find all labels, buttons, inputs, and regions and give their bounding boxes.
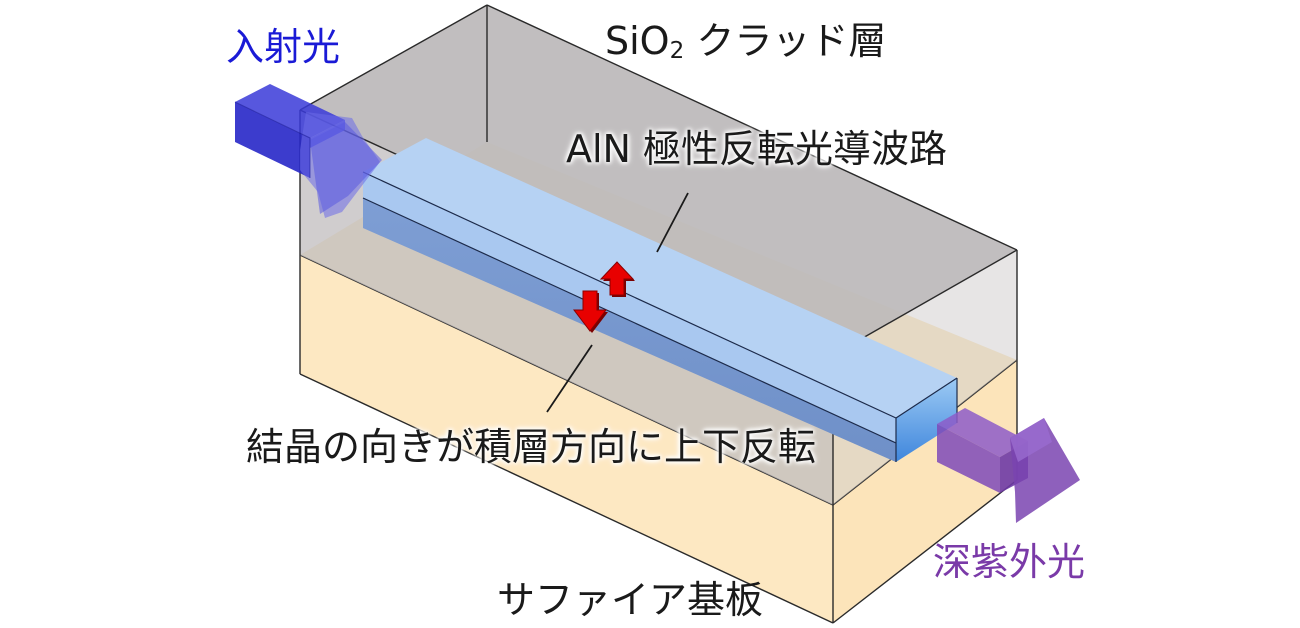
cladding-label-suffix: クラッド層 — [684, 19, 887, 63]
waveguide-leader-line — [656, 192, 689, 253]
deep-uv-light-label: 深紫外光 — [933, 540, 1086, 584]
cladding-top-face — [300, 5, 1017, 355]
cladding-label: SiO2 クラッド層 — [605, 22, 886, 63]
cladding-label-subscript: 2 — [669, 38, 685, 64]
cladding-label-prefix: SiO — [605, 19, 670, 63]
crystal-orientation-label: 結晶の向きが積層方向に上下反転 — [246, 425, 817, 469]
polarity-up-arrow — [599, 261, 635, 297]
incident-light-arrow — [234, 84, 382, 218]
substrate-front-face — [300, 255, 833, 623]
waveguide-end-face — [896, 378, 957, 462]
substrate-label: サファイア基板 — [497, 578, 764, 622]
waveguide-label: AlN 極性反転光導波路 — [566, 127, 948, 171]
deep-uv-light-arrow — [937, 408, 1080, 523]
incident-light-label: 入射光 — [226, 25, 341, 69]
crystal-leader-line — [546, 344, 593, 413]
waveguide-lower-layer-face — [363, 198, 896, 462]
polarity-down-arrow — [572, 290, 608, 333]
aln-waveguide — [362, 138, 958, 462]
waveguide-upper-layer-face — [363, 172, 896, 443]
waveguide-top-face — [363, 138, 957, 418]
